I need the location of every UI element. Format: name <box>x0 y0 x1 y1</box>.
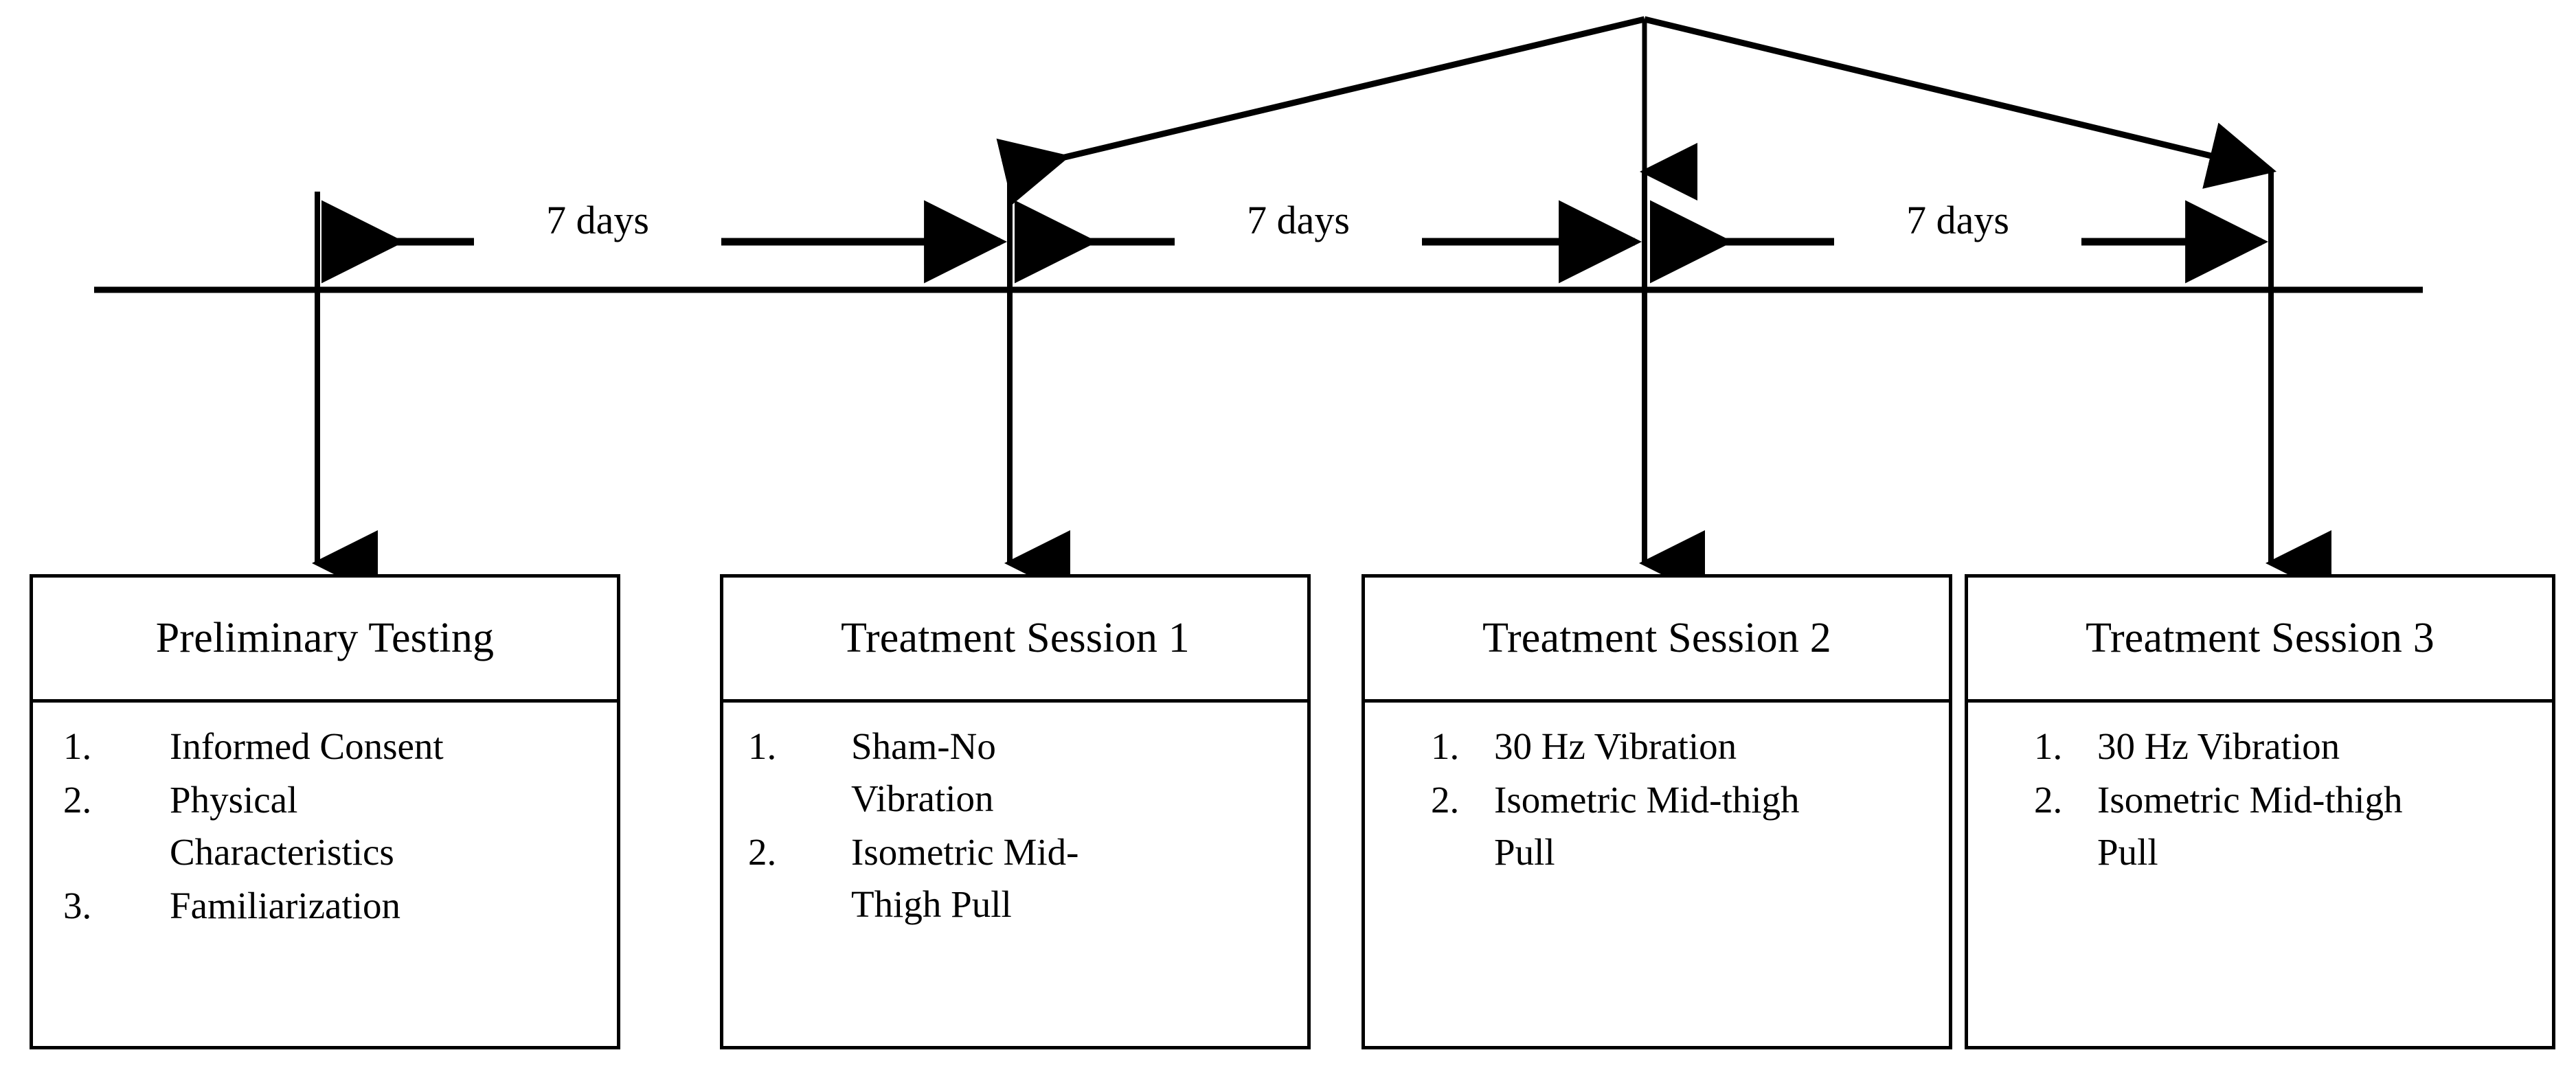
list-item-number: 2. <box>748 830 777 873</box>
list-item: 2. Isometric Mid-thigh Pull <box>2034 774 2540 878</box>
list-item: 2. Isometric Mid-thigh Pull <box>1431 774 1936 878</box>
box-title: Treatment Session 2 <box>1482 615 1831 662</box>
list-item-number: 3. <box>63 884 92 926</box>
list-item-text: Familiarization <box>170 884 401 926</box>
list-item: 1. 30 Hz Vibration <box>1431 720 1936 773</box>
box-treatment-session-1: Treatment Session 1 1. Sham-No Vibration… <box>720 574 1311 1049</box>
list-item-text: Physical Characteristics <box>170 778 394 873</box>
list-item-text: Informed Consent <box>170 725 444 767</box>
list-item: 1. Informed Consent <box>45 720 605 773</box>
interval-1-label: 7 days <box>546 198 649 242</box>
list-item-text: Sham-No Vibration <box>851 725 996 819</box>
box-title: Treatment Session 1 <box>841 615 1190 662</box>
list-item-text: Isometric Mid-thigh Pull <box>2097 778 2403 873</box>
box-title: Preliminary Testing <box>155 615 495 662</box>
list-item: 1. 30 Hz Vibration <box>2034 720 2540 773</box>
box-treatment-session-3: Treatment Session 3 1. 30 Hz Vibration 2… <box>1965 574 2555 1049</box>
box-treatment-session-2: Treatment Session 2 1. 30 Hz Vibration 2… <box>1362 574 1952 1049</box>
box-list: 1. Informed Consent 2. Physical Characte… <box>45 720 605 932</box>
list-item-text: 30 Hz Vibration <box>1494 725 1737 767</box>
list-item-number: 2. <box>1431 778 1460 821</box>
box-header-treatment-session-2: Treatment Session 2 <box>1365 578 1949 703</box>
list-item-number: 1. <box>63 725 92 767</box>
list-item-number: 1. <box>748 725 777 767</box>
interval-2-label: 7 days <box>1247 198 1350 242</box>
list-item-number: 1. <box>2034 725 2063 767</box>
interval-3-label: 7 days <box>1906 198 2009 242</box>
box-body-treatment-session-1: 1. Sham-No Vibration 2. Isometric Mid-Th… <box>723 703 1307 1046</box>
list-item-number: 2. <box>2034 778 2063 821</box>
box-header-preliminary-testing: Preliminary Testing <box>33 578 617 703</box>
list-item: 2. Physical Characteristics <box>45 774 605 878</box>
list-item-text: Isometric Mid-Thigh Pull <box>851 830 1079 925</box>
box-title: Treatment Session 3 <box>2086 615 2434 662</box>
list-item-text: 30 Hz Vibration <box>2097 725 2340 767</box>
list-item-text: Isometric Mid-thigh Pull <box>1494 778 1800 873</box>
box-list: 1. Sham-No Vibration 2. Isometric Mid-Th… <box>736 720 1295 931</box>
drop-line-group <box>312 170 2331 596</box>
box-body-preliminary-testing: 1. Informed Consent 2. Physical Characte… <box>33 703 617 1046</box>
list-item: 2. Isometric Mid-Thigh Pull <box>736 826 1295 931</box>
apex-connector-group <box>996 16 2277 205</box>
list-item-number: 2. <box>63 778 92 821</box>
apex-to-session1-arrow <box>996 16 1646 205</box>
box-header-treatment-session-1: Treatment Session 1 <box>723 578 1307 703</box>
timeline-graphics <box>94 16 2423 596</box>
box-preliminary-testing: Preliminary Testing 1. Informed Consent … <box>30 574 620 1049</box>
list-item-number: 1. <box>1431 725 1460 767</box>
box-body-treatment-session-2: 1. 30 Hz Vibration 2. Isometric Mid-thig… <box>1365 703 1949 1046</box>
box-list: 1. 30 Hz Vibration 2. Isometric Mid-thig… <box>1980 720 2540 878</box>
list-item: 1. Sham-No Vibration <box>736 720 1295 825</box>
list-item: 3. Familiarization <box>45 880 605 932</box>
apex-to-session3-arrow <box>1643 16 2277 189</box>
box-header-treatment-session-3: Treatment Session 3 <box>1968 578 2552 703</box>
box-body-treatment-session-3: 1. 30 Hz Vibration 2. Isometric Mid-thig… <box>1968 703 2552 1046</box>
box-list: 1. 30 Hz Vibration 2. Isometric Mid-thig… <box>1377 720 1936 878</box>
